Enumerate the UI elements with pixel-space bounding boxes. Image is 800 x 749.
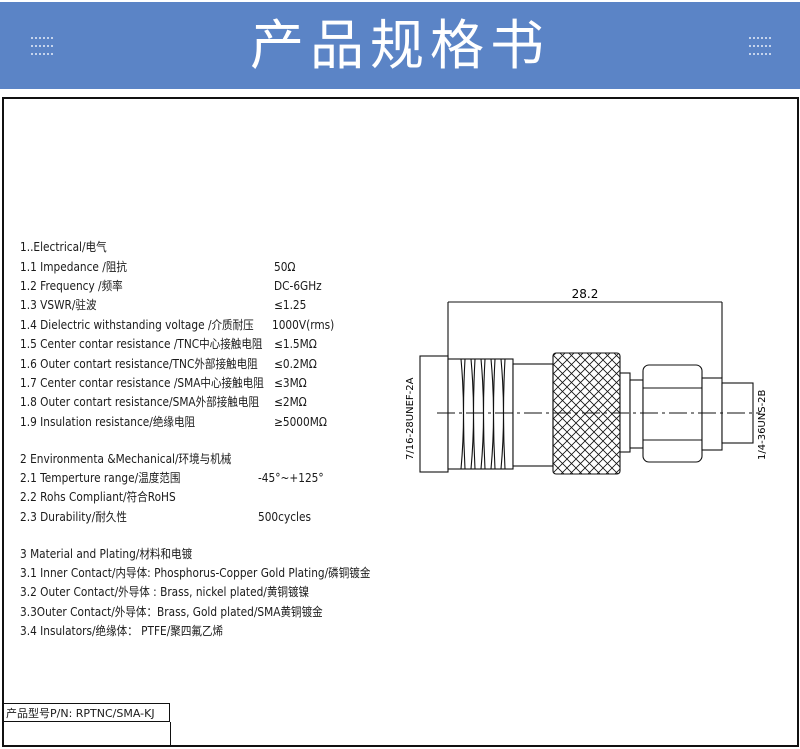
spec-value: ≤1.5MΩ <box>274 337 317 351</box>
spec-label: 1.1 Impedance /阻抗 <box>20 260 127 274</box>
spec-label: 2.2 Rohs Compliant/符合RoHS <box>20 490 176 504</box>
spec-label: 1.2 Frequency /频率 <box>20 279 123 293</box>
dots-decoration-left <box>30 34 54 56</box>
spec-value: ≤3MΩ <box>274 376 307 390</box>
spec-value: ≤1.25 <box>274 298 307 312</box>
spec-label: 1.4 Dielectric withstanding voltage /介质耐… <box>20 318 254 332</box>
spec-label: 1.3 VSWR/驻波 <box>20 298 97 312</box>
spec-value: 500cycles <box>258 510 311 524</box>
spec-value: DC-6GHz <box>274 279 322 293</box>
section-heading: 1..Electrical/电气 <box>20 240 107 254</box>
section-heading: 2 Environmenta &Mechanical/环境与机械 <box>20 452 232 466</box>
length-dimension: 28.2 <box>572 287 599 301</box>
spec-label: 3.2 Outer Contact/外导体 : Brass, nickel pl… <box>20 585 310 599</box>
spec-label: 1.6 Outer contart resistance/TNC外部接触电阻 <box>20 357 258 371</box>
spec-label: 2.1 Temperture range/温度范围 <box>20 471 181 485</box>
left-thread-label: 7/16-28UNEF-2A <box>405 377 416 460</box>
spec-value: 1000V(rms) <box>272 318 335 332</box>
spec-sheet-frame <box>2 97 799 747</box>
spec-value: -45°~+125° <box>258 471 324 485</box>
spec-label: 1.7 Center contar resistance /SMA中心接触电阻 <box>20 376 264 390</box>
spec-label: 3.1 Inner Contact/内导体: Phosphorus-Copper… <box>20 566 371 580</box>
part-number: 产品型号P/N: RPTNC/SMA-KJ <box>2 703 170 722</box>
spec-value: ≤0.2MΩ <box>274 357 317 371</box>
spec-label: 1.8 Outer contart resistance/SMA外部接触电阻 <box>20 395 260 409</box>
spec-label: 2.3 Durability/耐久性 <box>20 510 127 524</box>
spec-label: 3.3Outer Contact/外导体：Brass, Gold plated/… <box>20 605 323 619</box>
spec-value: ≥5000MΩ <box>274 415 327 429</box>
part-number-cell <box>2 722 171 745</box>
spec-label: 1.5 Center contar resistance /TNC中心接触电阻 <box>20 337 263 351</box>
spec-label: 1.9 Insulation resistance/绝缘电阻 <box>20 415 196 429</box>
dimension-line <box>447 301 723 378</box>
spec-label: 3.4 Insulators/绝缘体： PTFE/聚四氟乙烯 <box>20 624 224 638</box>
body <box>512 363 554 467</box>
right-thread-label: 1/4-36UNS-2B <box>757 389 768 460</box>
dots-decoration-right <box>748 34 772 56</box>
spec-value: 50Ω <box>274 260 296 274</box>
header-banner: 产品规格书 <box>0 2 800 89</box>
page-title: 产品规格书 <box>250 14 550 77</box>
spec-value: ≤2MΩ <box>274 395 307 409</box>
tnc-end <box>419 355 449 473</box>
section-heading: 3 Material and Plating/材料和电镀 <box>20 547 193 561</box>
